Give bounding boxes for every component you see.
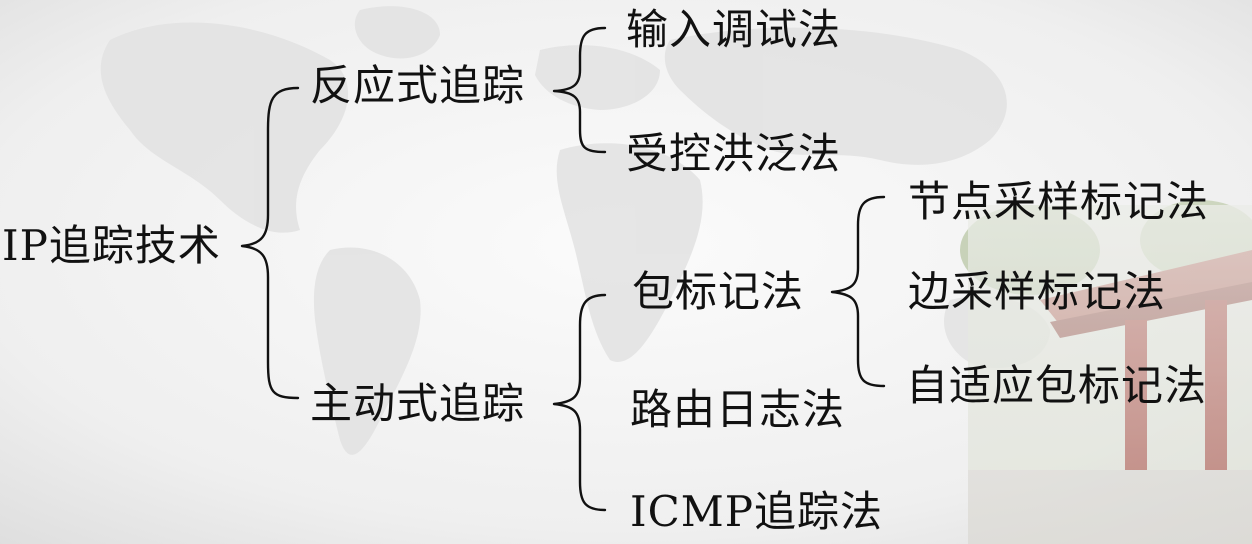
packet-marking-brace	[830, 195, 886, 388]
active-trace-node: 主动式追踪	[310, 379, 526, 428]
edge-sampling-marking-node: 边采样标记法	[908, 267, 1167, 316]
active-brace	[552, 293, 607, 512]
root-node: IP追踪技术	[2, 221, 221, 270]
adaptive-packet-marking-node: 自适应包标记法	[906, 361, 1208, 410]
root-brace	[240, 86, 300, 400]
campus-gate-photo	[960, 200, 1252, 544]
packet-marking-node: 包标记法	[632, 267, 805, 316]
controlled-flooding-node: 受控洪泛法	[626, 129, 842, 178]
input-debugging-node: 输入调试法	[626, 5, 842, 54]
reactive-brace	[552, 26, 607, 154]
node-sampling-marking-node: 节点采样标记法	[908, 177, 1210, 226]
reactive-trace-node: 反应式追踪	[310, 61, 526, 110]
route-logging-node: 路由日志法	[630, 385, 846, 434]
icmp-trace-node: ICMP追踪法	[630, 487, 883, 536]
